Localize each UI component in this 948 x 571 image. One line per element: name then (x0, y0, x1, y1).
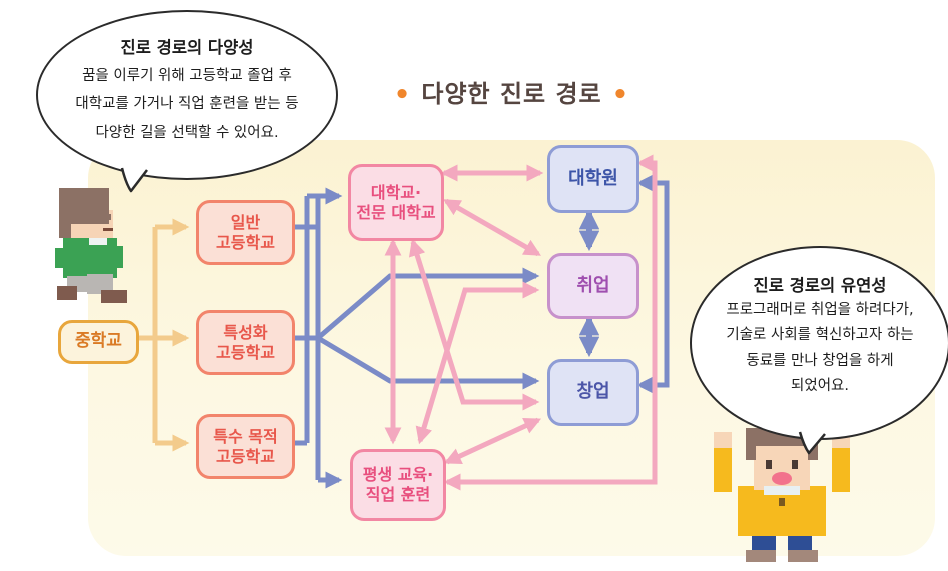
node-graduate-school: 대학원 (547, 145, 639, 213)
boy-eye (792, 460, 798, 469)
boy-collar (89, 238, 107, 245)
boy-arm (111, 246, 123, 268)
speech-tail-left (120, 167, 148, 193)
boy-hand (714, 432, 732, 448)
node-startup: 창업 (547, 359, 639, 426)
boy-shoe (746, 550, 776, 562)
boy-arm (714, 448, 732, 492)
speech-bubble-diversity: 진로 경로의 다양성 꿈을 이루기 위해 고등학교 졸업 후 대학교를 가거나 … (36, 10, 338, 180)
boy-eye (105, 214, 111, 220)
node-label: 대학원 (568, 167, 618, 189)
speech-tail-right (798, 431, 826, 455)
boy-eye (766, 460, 772, 469)
boy-arm (55, 248, 65, 268)
node-label: 대학교· 전문 대학교 (356, 182, 436, 222)
bubble-line: 프로그래머로 취업을 하려다가, (726, 302, 914, 318)
boy-hair (746, 440, 756, 460)
bubble-line: 되었어요. (791, 378, 849, 395)
node-specialized-high-school: 특성화 고등학교 (196, 310, 295, 375)
node-label: 평생 교육· 직업 훈련 (362, 465, 434, 504)
node-middle-school: 중학교 (58, 320, 139, 364)
boy-jeans (752, 536, 776, 552)
boy-collar (764, 486, 800, 495)
page-title: • 다양한 진로 경로 • (88, 74, 935, 110)
pixel-character-cheering-boy (708, 428, 856, 562)
bubble-title: 진로 경로의 다양성 (120, 38, 254, 57)
node-lifelong-education: 평생 교육· 직업 훈련 (350, 449, 446, 521)
title-bullet-left: • (393, 80, 412, 110)
bubble-title: 진로 경로의 유연성 (753, 276, 887, 295)
node-label: 특수 목적 고등학교 (213, 426, 278, 466)
node-employment: 취업 (547, 253, 639, 319)
bubble-line: 꿈을 이루기 위해 고등학교 졸업 후 (82, 68, 292, 84)
node-special-purpose-high-school: 특수 목적 고등학교 (196, 414, 295, 479)
boy-mouth (103, 228, 113, 231)
boy-shoe (788, 550, 818, 562)
bubble-line: 동료를 만나 창업을 하게 (746, 352, 894, 369)
boy-hair (59, 224, 71, 238)
pixel-character-walking-boy (55, 188, 135, 304)
node-label: 창업 (576, 381, 610, 403)
node-general-high-school: 일반 고등학교 (196, 200, 295, 265)
boy-button (779, 498, 785, 506)
bubble-line: 대학교를 가거나 직업 훈련을 받는 등 (75, 96, 299, 113)
boy-mouth (772, 472, 792, 485)
node-label: 특성화 고등학교 (216, 322, 275, 362)
node-university: 대학교· 전문 대학교 (348, 164, 444, 241)
node-label: 일반 고등학교 (216, 212, 275, 252)
bubble-line: 다양한 길을 선택할 수 있어요. (95, 124, 279, 141)
node-label: 중학교 (75, 331, 122, 352)
title-bullet-right: • (611, 80, 630, 110)
boy-shoe (57, 286, 77, 300)
boy-pants (87, 274, 113, 294)
bubble-line: 기술로 사회를 혁신하고자 하는 (726, 327, 914, 344)
node-label: 취업 (576, 274, 610, 296)
page-title-text: 다양한 진로 경로 (421, 80, 602, 108)
speech-bubble-flexibility: 진로 경로의 유연성 프로그래머로 취업을 하려다가, 기술로 사회를 혁신하고… (690, 246, 948, 440)
boy-hair (59, 188, 109, 224)
boy-shoe (101, 290, 127, 303)
boy-arm (832, 448, 850, 492)
boy-jeans (788, 536, 812, 552)
